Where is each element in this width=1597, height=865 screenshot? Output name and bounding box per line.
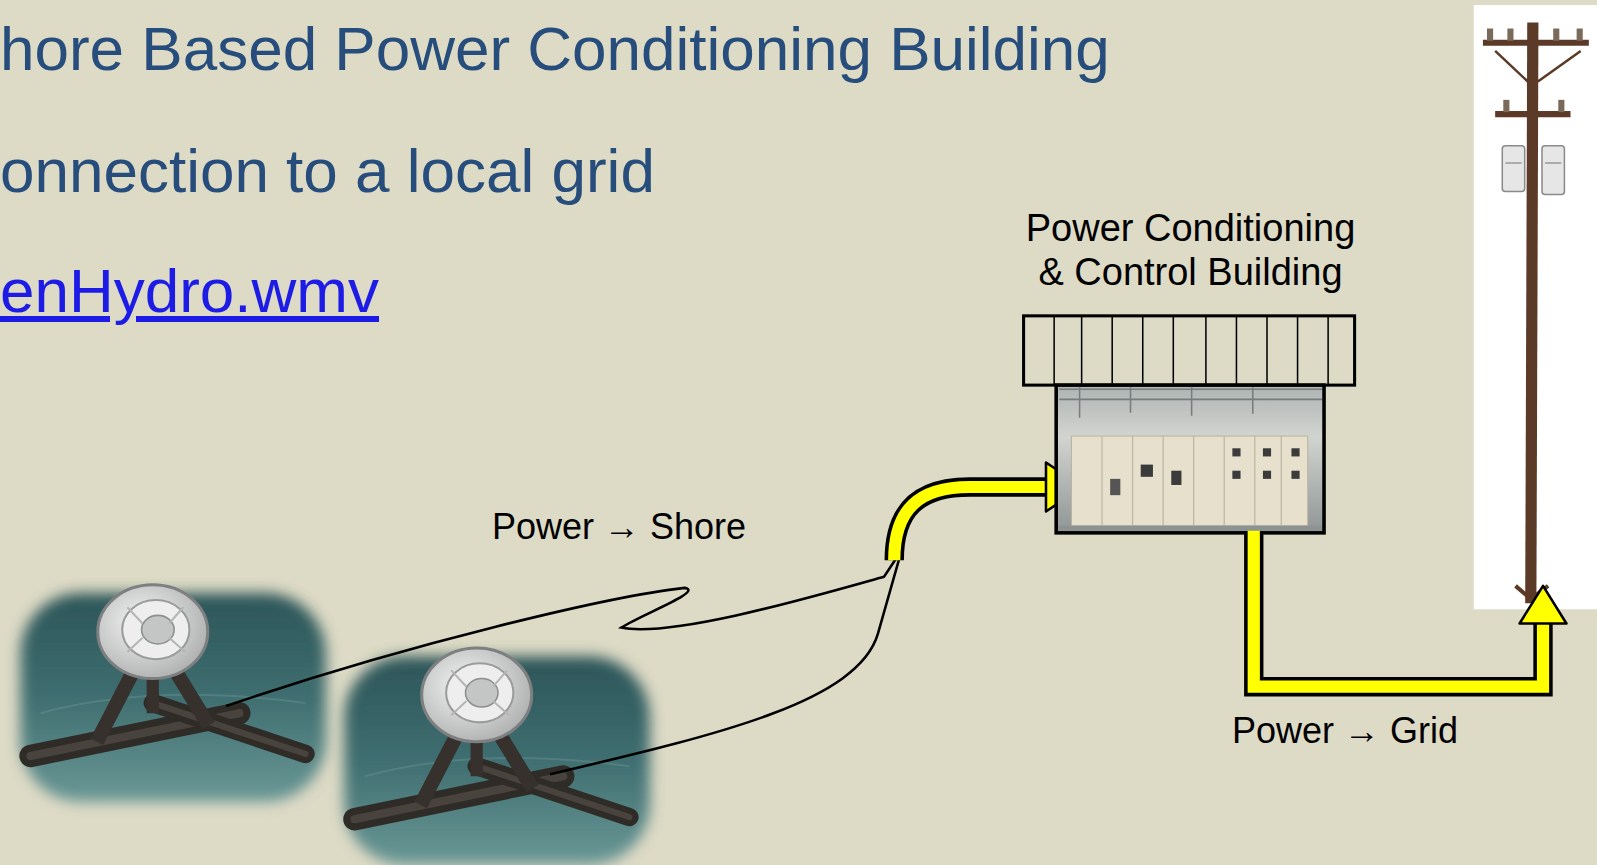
utility-pole-part bbox=[1495, 51, 1581, 82]
switchgear-photo-part bbox=[1291, 471, 1299, 479]
switchgear-photo-part bbox=[1071, 436, 1307, 526]
grid-arrow-part bbox=[1254, 531, 1543, 687]
switchgear-photo-part bbox=[1056, 385, 1324, 533]
video-link: enHydro.wmv bbox=[0, 254, 379, 328]
switchgear-photo-part bbox=[1232, 448, 1240, 456]
shore-cable-part bbox=[550, 558, 899, 774]
switchgear-photo-part bbox=[1110, 479, 1120, 495]
switchgear-photo-part bbox=[1102, 436, 1281, 526]
shore-cable-part bbox=[226, 558, 896, 706]
utility-pole-part-part bbox=[1507, 29, 1513, 41]
bullet-text: onnection to a local grid bbox=[0, 134, 655, 208]
utility-pole-part bbox=[1531, 22, 1533, 603]
building-roof-part bbox=[1054, 316, 1328, 385]
utility-pole-part bbox=[1505, 162, 1561, 164]
turbine-front bbox=[20, 585, 326, 802]
grid-arrow-part bbox=[1254, 533, 1543, 687]
utility-pole-part-part bbox=[1558, 100, 1564, 112]
grid-arrow-part bbox=[1520, 586, 1567, 624]
building-roof bbox=[1024, 316, 1355, 385]
turbine-back bbox=[344, 648, 650, 865]
utility-pole-part-part bbox=[1553, 29, 1559, 41]
power-arrow-part bbox=[894, 487, 1049, 560]
utility-pole-part bbox=[1483, 40, 1589, 46]
switchgear-photo-part bbox=[1263, 471, 1271, 479]
building-node: Power Conditioning & Control Building bbox=[1018, 207, 1363, 533]
utility-pole-part-part bbox=[1577, 29, 1583, 41]
switchgear-photo-part bbox=[1056, 385, 1324, 533]
utility-pole-part bbox=[1502, 146, 1524, 192]
switchgear-photo-part bbox=[1171, 471, 1181, 485]
flow-label: Power → Grid bbox=[1232, 709, 1458, 752]
switchgear-photo-part bbox=[1263, 448, 1271, 456]
shore-cable bbox=[226, 558, 899, 774]
switchgear-photo bbox=[1056, 385, 1324, 533]
utility-pole-part bbox=[1487, 29, 1583, 113]
utility-pole-part-part bbox=[1487, 29, 1493, 41]
building-roof-part bbox=[1024, 316, 1355, 385]
utility-pole-part-part bbox=[1503, 100, 1509, 112]
grid-arrow bbox=[1254, 531, 1567, 687]
building-heading: Power Conditioning & Control Building bbox=[1018, 207, 1363, 294]
switchgear-photo-part bbox=[1232, 471, 1240, 479]
flow-label: Power → Shore bbox=[492, 505, 746, 548]
utility-pole-part bbox=[1474, 5, 1597, 609]
bullet-text: hore Based Power Conditioning Building bbox=[0, 12, 1110, 86]
utility-pole-part bbox=[1542, 146, 1564, 195]
switchgear-photo-part bbox=[1059, 387, 1322, 418]
utility-pole bbox=[1474, 5, 1597, 609]
switchgear-photo-part bbox=[1291, 448, 1299, 456]
switchgear-photo-part bbox=[1141, 465, 1153, 477]
